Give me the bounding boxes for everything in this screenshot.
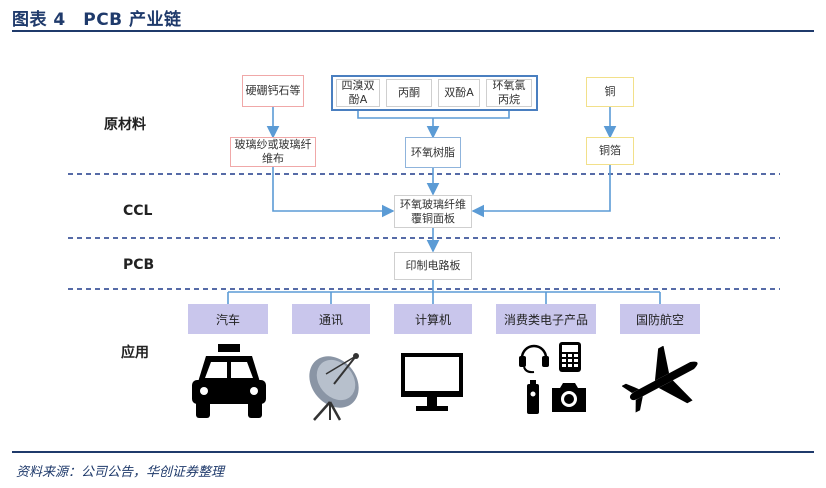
node-ore: 硬硼钙石等 (242, 75, 304, 107)
source-note: 资料来源：公司公告，华创证券整理 (16, 465, 225, 480)
node-acetone: 丙酮 (386, 79, 432, 107)
airplane-icon (622, 346, 698, 413)
layer-label-raw-materials: 原材料 (104, 117, 146, 133)
app-consumer-electronics: 消费类电子产品 (496, 304, 596, 334)
app-computer: 计算机 (394, 304, 472, 334)
layer-label-applications: 应用 (121, 345, 149, 361)
satellite-dish-icon (309, 353, 359, 421)
node-epichlorohydrin: 环氧氯丙烷 (486, 79, 532, 107)
node-pcb: 印制电路板 (394, 252, 472, 280)
arrow-chemicals-to-epoxy (357, 111, 510, 119)
app-communications: 通讯 (292, 304, 370, 334)
node-copper: 铜 (586, 77, 634, 107)
layer-label-pcb: PCB (123, 257, 155, 273)
computer-monitor-icon (401, 353, 463, 411)
node-ccl: 环氧玻璃纤维覆铜面板 (394, 195, 472, 228)
consumer-electronics-icon (519, 342, 586, 414)
taxi-icon (192, 344, 266, 418)
node-tbbpa: 四溴双酚A (336, 79, 380, 107)
arrow-foil-to-ccl (471, 165, 611, 218)
layer-label-ccl: CCL (123, 203, 153, 219)
app-automotive: 汽车 (188, 304, 268, 334)
node-glass-fiber: 玻璃纱或玻璃纤维布 (230, 137, 316, 167)
node-bisphenol-a: 双酚A (438, 79, 480, 107)
app-defense-aerospace: 国防航空 (620, 304, 700, 334)
chemicals-group (331, 75, 538, 111)
figure-title: 图表 4 PCB 产业链 (12, 10, 182, 30)
top-rule (12, 30, 814, 32)
arrow-glass-fiber-to-ccl (272, 167, 395, 218)
node-copper-foil: 铜箔 (586, 137, 634, 165)
bottom-rule (12, 451, 814, 453)
node-epoxy-resin: 环氧树脂 (405, 137, 461, 168)
